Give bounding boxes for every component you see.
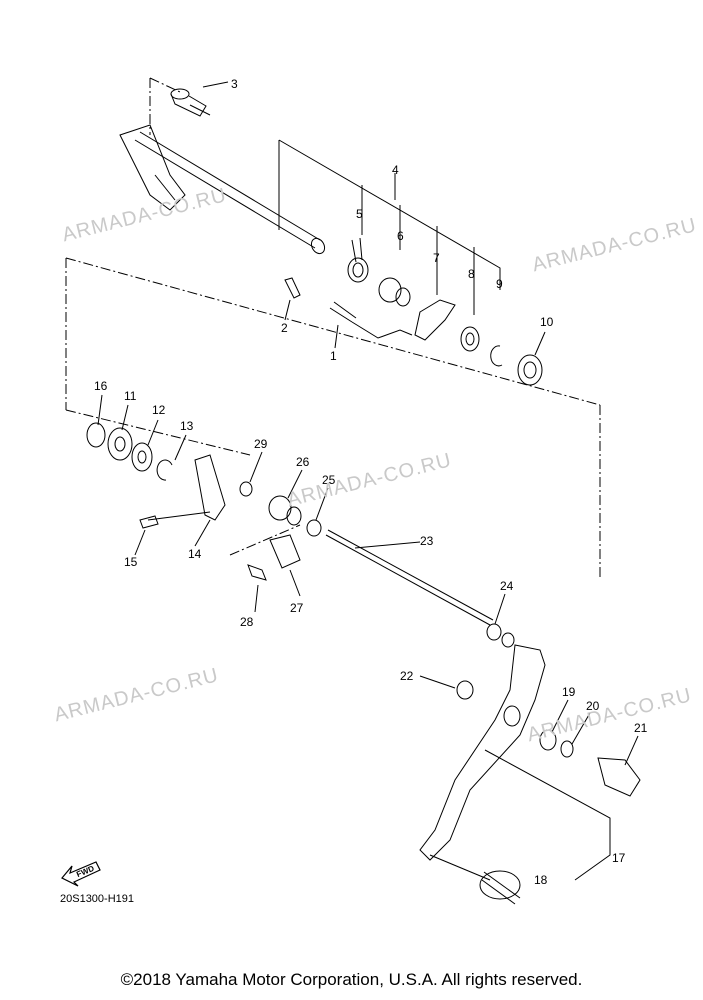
group-frame-upper bbox=[149, 77, 181, 135]
oil-seal-10 bbox=[517, 354, 543, 386]
callout-12: 12 bbox=[152, 403, 166, 417]
callout-26: 26 bbox=[296, 455, 310, 469]
washer-8 bbox=[460, 326, 480, 352]
callout-16: 16 bbox=[94, 379, 108, 393]
callout-17: 17 bbox=[612, 851, 626, 865]
callout-24: 24 bbox=[500, 579, 514, 593]
shift-pedal-17 bbox=[419, 644, 546, 881]
callout-11: 11 bbox=[124, 389, 137, 403]
spring-1 bbox=[329, 301, 357, 323]
callout-6: 6 bbox=[397, 229, 404, 243]
callout-28: 28 bbox=[240, 615, 254, 629]
bolt-21 bbox=[597, 757, 641, 797]
callout-14: 14 bbox=[188, 547, 202, 561]
group-frame-lower bbox=[65, 257, 601, 580]
washer-22 bbox=[456, 680, 474, 700]
bracket-17 bbox=[484, 749, 611, 881]
callout-20: 20 bbox=[586, 699, 600, 713]
callout-18: 18 bbox=[534, 873, 548, 887]
callout-1: 1 bbox=[330, 349, 337, 363]
callout-3: 3 bbox=[231, 77, 238, 91]
callout-23: 23 bbox=[420, 534, 434, 548]
collar-29 bbox=[239, 481, 253, 497]
shift-shaft bbox=[119, 124, 326, 255]
bearing-16 bbox=[86, 422, 106, 448]
cap-27 bbox=[269, 534, 301, 569]
callout-10: 10 bbox=[540, 315, 554, 329]
callout-29: 29 bbox=[254, 437, 268, 451]
pedal-rubber-18 bbox=[479, 870, 521, 905]
circlip-9 bbox=[490, 345, 503, 367]
callout-2: 2 bbox=[281, 321, 288, 335]
washer-25 bbox=[306, 519, 322, 537]
callout-19: 19 bbox=[562, 685, 576, 699]
callout-22: 22 bbox=[400, 669, 414, 683]
bolt-3 bbox=[170, 88, 211, 117]
nut-24 bbox=[486, 623, 502, 641]
washer-19 bbox=[539, 729, 557, 751]
collar-6 bbox=[378, 277, 402, 303]
oil-seal-11 bbox=[107, 427, 133, 461]
diagram-code: 20S1300-H191 bbox=[60, 893, 135, 905]
callout-27: 27 bbox=[290, 601, 304, 615]
bolt-15 bbox=[139, 515, 159, 529]
bolt-2 bbox=[284, 277, 301, 299]
washer-12 bbox=[131, 442, 153, 472]
callout-layer: 1234567891011121314151617181920212223242… bbox=[94, 77, 648, 887]
washer-20 bbox=[560, 740, 574, 758]
shift-rod-23 bbox=[325, 529, 494, 626]
callout-4: 4 bbox=[392, 163, 399, 177]
lever-7 bbox=[414, 299, 456, 341]
callout-25: 25 bbox=[322, 473, 336, 487]
callout-8: 8 bbox=[468, 267, 475, 281]
callout-5: 5 bbox=[356, 207, 363, 221]
callout-21: 21 bbox=[634, 721, 648, 735]
callout-7: 7 bbox=[433, 251, 440, 265]
fwd-arrow-icon: FWD bbox=[61, 861, 101, 887]
copyright-text: ©2018 Yamaha Motor Corporation, U.S.A. A… bbox=[120, 970, 583, 989]
callout-15: 15 bbox=[124, 555, 138, 569]
arm-14 bbox=[194, 454, 226, 521]
callout-13: 13 bbox=[180, 419, 194, 433]
bolt-28 bbox=[247, 564, 267, 581]
circlip-13 bbox=[156, 459, 173, 481]
callout-9: 9 bbox=[496, 277, 503, 291]
